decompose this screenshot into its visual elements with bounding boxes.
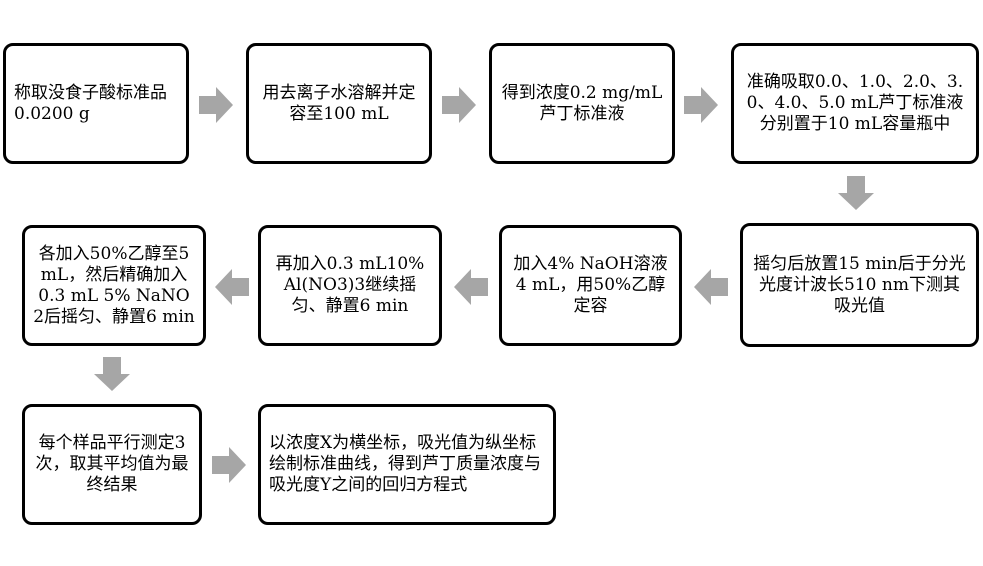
step-box-2: 用去离子水溶解并定容至100 mL [246,43,432,164]
step-text-3: 得到浓度0.2 mg/mL芦丁标准液 [501,82,663,124]
step-text-2: 用去离子水溶解并定容至100 mL [262,82,416,124]
step-box-3: 得到浓度0.2 mg/mL芦丁标准液 [489,43,675,164]
arrow-right-icon [684,87,718,123]
arrow-left-icon [694,269,728,305]
step-box-10: 以浓度X为横坐标，吸光值为纵坐标绘制标准曲线，得到芦丁质量浓度与吸光度Y之间的回… [258,404,556,525]
arrow-down-icon [838,176,874,210]
step-text-4: 准确吸取0.0、1.0、2.0、3.0、4.0、5.0 mL芦丁标准液分别置于1… [746,72,964,134]
step-text-8: 各加入50%乙醇至5 mL，然后精确加入0.3 mL 5% NaNO2后摇匀、静… [33,243,195,327]
arrow-down-icon [94,357,130,391]
step-box-7: 再加入0.3 mL10% Al(NO3)3继续摇匀、静置6 min [258,225,442,346]
step-text-5: 摇匀后放置15 min后于分光光度计波长510 nm下测其吸光值 [753,253,966,316]
step-text-10: 以浓度X为横坐标，吸光值为纵坐标绘制标准曲线，得到芦丁质量浓度与吸光度Y之间的回… [269,433,541,495]
arrow-right-icon [199,87,233,123]
step-box-9: 每个样品平行测定3次，取其平均值为最终结果 [22,404,202,525]
step-box-6: 加入4% NaOH溶液4 mL，用50%乙醇定容 [499,225,682,346]
step-box-1: 称取没食子酸标准品0.0200 g [3,43,189,164]
step-box-8: 各加入50%乙醇至5 mL，然后精确加入0.3 mL 5% NaNO2后摇匀、静… [22,225,206,346]
step-text-7: 再加入0.3 mL10% Al(NO3)3继续摇匀、静置6 min [275,254,425,316]
arrow-left-icon [215,269,249,305]
step-text-6: 加入4% NaOH溶液4 mL，用50%乙醇定容 [513,254,668,316]
arrow-left-icon [454,269,488,305]
arrow-right-icon [442,87,476,123]
step-box-5: 摇匀后放置15 min后于分光光度计波长510 nm下测其吸光值 [740,223,979,347]
step-text-1: 称取没食子酸标准品0.0200 g [14,82,167,124]
step-box-4: 准确吸取0.0、1.0、2.0、3.0、4.0、5.0 mL芦丁标准液分别置于1… [731,43,979,164]
arrow-right-icon [212,447,246,483]
step-text-9: 每个样品平行测定3次，取其平均值为最终结果 [35,433,189,495]
